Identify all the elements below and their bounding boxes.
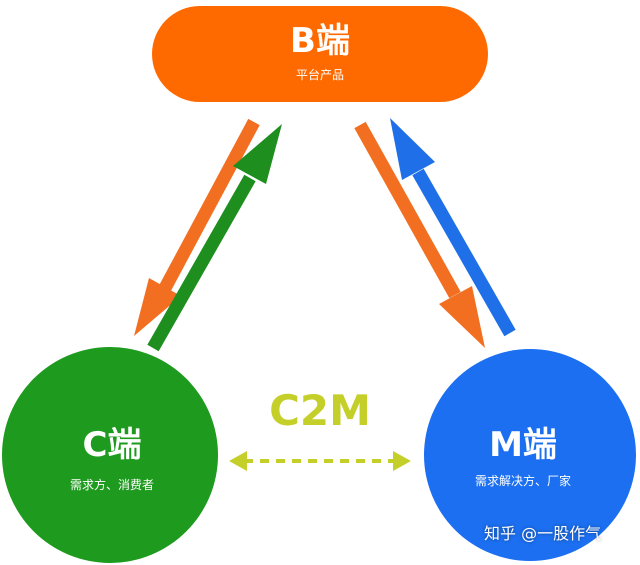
- m-node-title: M端: [489, 425, 557, 465]
- b-node-subtitle: 平台产品: [295, 68, 344, 82]
- m-node: [424, 349, 636, 561]
- watermark-text: 知乎 @一股作气: [484, 524, 602, 543]
- m-node-subtitle: 需求解决方、厂家: [474, 474, 571, 488]
- b-node: [152, 6, 488, 102]
- arrow-b-to-m: [354, 121, 485, 348]
- c-node: [2, 347, 218, 563]
- c-node-title: C端: [82, 425, 142, 465]
- b-node-title: B端: [290, 21, 350, 61]
- arrow-c-m-dashed: [229, 451, 411, 471]
- arrow-c-to-b: [147, 124, 282, 352]
- arrow-m-to-b: [390, 118, 516, 337]
- arrow-b-to-c: [134, 118, 260, 336]
- c2m-label: C2M: [269, 386, 371, 435]
- c-node-subtitle: 需求方、消费者: [69, 478, 154, 492]
